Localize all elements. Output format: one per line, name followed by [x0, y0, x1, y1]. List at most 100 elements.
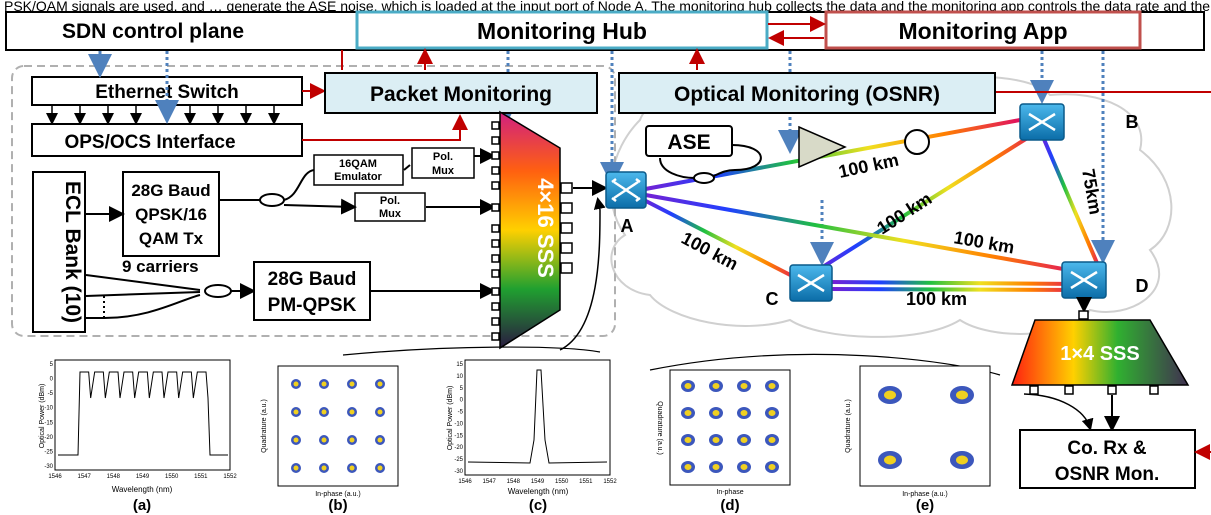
node-b-label: B: [1126, 112, 1139, 132]
node-a-switch-icon: [605, 171, 647, 209]
optical-monitoring-box: [618, 72, 996, 114]
node-d-switch-icon: [1061, 261, 1107, 299]
pol-mux-1-box: [411, 147, 475, 179]
link-label-c-d: 100 km: [906, 289, 967, 309]
optical-monitoring-label: Optical Monitoring (OSNR): [674, 83, 940, 106]
node-a-label: A: [621, 216, 634, 236]
ops-to-packet-arrow: [302, 114, 468, 141]
coherent-receiver-box: [1019, 429, 1196, 489]
plot-e-ylabel: Quadrature (a.u.): [845, 399, 852, 453]
x-tick-label: 1549: [531, 479, 545, 485]
x-tick-label: 1551: [579, 479, 593, 485]
ecl-bank-label: ECL Bank (10): [61, 181, 84, 323]
sss-spectrum-pointer: [559, 197, 606, 351]
y-tick-label: -5: [458, 410, 464, 416]
x-tick-label: 1551: [194, 474, 208, 480]
tx-line-1: 28G Baud: [131, 181, 210, 200]
sss-1x4-ports: [1029, 385, 1159, 395]
x-tick-label: 1550: [555, 479, 569, 485]
plot-e-xlabel: In-phase (a.u.): [902, 491, 948, 498]
emulator-line-2: Emulator: [334, 171, 382, 183]
node-b-switch-icon: [1019, 103, 1065, 141]
pol-mux-1-line-1: Pol.: [433, 151, 453, 163]
plot-a: Optical Power (dBm) Wavelength (nm) 1546…: [39, 359, 237, 514]
x-tick-label: 1550: [165, 474, 179, 480]
plot-c: Optical Power (dBm) Wavelength (nm) 1546…: [447, 359, 617, 514]
plot-b-caption: (b): [328, 497, 347, 514]
qam-emulator-box: [313, 154, 404, 186]
ops-ocs-interface-box: [31, 123, 303, 157]
fiber-links: [639, 118, 1102, 292]
y-tick-label: -10: [454, 421, 463, 427]
monitoring-app-label: Monitoring App: [898, 18, 1067, 44]
tx-line-2: QPSK/16: [135, 205, 207, 224]
ase-label: ASE: [667, 131, 710, 154]
plot-e-caption: (e): [916, 497, 934, 514]
eth-ops-arrows: [46, 106, 280, 125]
packet-monitoring-label: Packet Monitoring: [370, 83, 552, 106]
sss-4x16-ports-in: [491, 121, 500, 341]
y-tick-label: -10: [44, 406, 53, 412]
y-tick-label: -15: [454, 433, 463, 439]
ecl-bank-box: [32, 171, 86, 333]
sss-1x4-block: [1010, 319, 1190, 386]
link-a-d: [639, 192, 1081, 274]
sss-4x16-ports-out: [560, 182, 573, 274]
y-tick-label: -15: [44, 420, 53, 426]
tx-line-3: QAM Tx: [139, 229, 204, 248]
plot-b: Quadrature (a.u.) In-phase (a.u.) (b): [261, 365, 399, 514]
y-tick-label: -20: [44, 435, 53, 441]
node-d-label: D: [1136, 276, 1149, 296]
y-tick-label: -30: [44, 464, 53, 470]
x-tick-label: 1546: [458, 479, 472, 485]
plot-c-xlabel: Wavelength (nm): [508, 487, 569, 496]
plot-a-spectrum-line: [58, 371, 228, 456]
node-c-switch-icon: [789, 264, 833, 302]
plot-c-ylabel: Optical Power (dBm): [447, 386, 454, 451]
plot-d-ylabel: Quadrature (a.u.): [656, 401, 663, 455]
pol-mux-2-line-1: Pol.: [380, 195, 400, 207]
nine-carriers-label: 9 carriers: [122, 257, 199, 276]
pm-qpsk-line-1: 28G Baud: [268, 269, 357, 290]
link-c-b: [808, 128, 1042, 277]
link-b-d: [1038, 129, 1102, 271]
amplifier-icon: [798, 125, 847, 169]
y-tick-label: -5: [48, 391, 54, 397]
plot-c-caption: (c): [529, 497, 547, 514]
ops-ocs-interface-label: OPS/OCS Interface: [64, 132, 235, 153]
node-c-label: C: [766, 289, 779, 309]
receiver-line-2: OSNR Mon.: [1055, 464, 1160, 485]
pol-mux-2-line-2: Mux: [379, 208, 402, 220]
plot-d-caption: (d): [720, 497, 739, 514]
pm-qpsk-line-2: PM-QPSK: [268, 295, 357, 316]
sss-4x16-block: [499, 110, 561, 350]
y-tick-label: -30: [454, 469, 463, 475]
x-tick-label: 1546: [48, 474, 62, 480]
link-a-c: [639, 196, 801, 282]
y-tick-label: 0: [50, 377, 54, 383]
sdn-control-plane-label: SDN control plane: [62, 20, 244, 43]
x-tick-label: 1548: [107, 474, 121, 480]
y-tick-label: 15: [456, 362, 463, 368]
fiber-spool-icon: [904, 129, 930, 155]
link-c-d: [829, 280, 1081, 286]
pm-qpsk-box: [253, 261, 371, 321]
plot-d: Quadrature (a.u.) In-phase (d): [656, 369, 791, 514]
pointer-to-plot-a: [342, 346, 601, 356]
x-tick-label: 1552: [603, 479, 617, 485]
plot-a-ylabel: Optical Power (dBm): [39, 384, 46, 449]
ase-box: [645, 125, 733, 157]
sss-4x16-label: 4×16 SSS: [533, 178, 558, 278]
tx-output-paths: [220, 148, 496, 215]
y-tick-label: 5: [460, 386, 464, 392]
monitoring-app-box: [824, 10, 1142, 50]
x-tick-label: 1547: [482, 479, 496, 485]
y-tick-label: 0: [460, 398, 464, 404]
plot-b-ylabel: Quadrature (a.u.): [261, 399, 268, 453]
receiver-line-1: Co. Rx &: [1067, 438, 1146, 459]
y-tick-label: 10: [456, 374, 463, 380]
ase-coupler: [693, 172, 715, 184]
sss-1x4-label: 1×4 SSS: [1060, 343, 1140, 365]
ethernet-switch-label: Ethernet Switch: [95, 82, 239, 103]
